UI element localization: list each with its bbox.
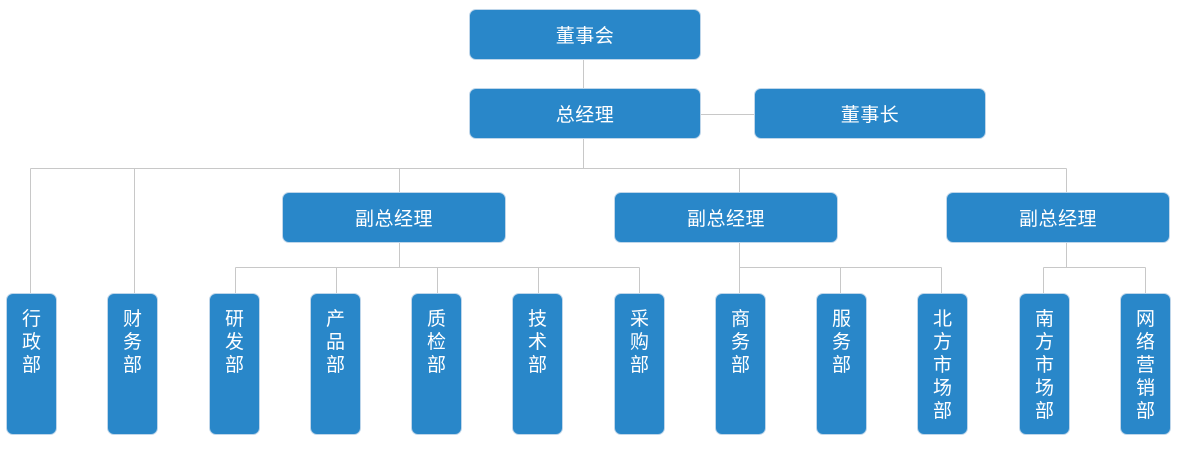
department-node-rnd: 研发部 — [209, 293, 260, 435]
vice-general-manager-node-3: 副总经理 — [946, 192, 1170, 243]
department-label: 财务部 — [122, 308, 142, 376]
chairman-node: 董事长 — [754, 88, 986, 139]
department-node-admin: 行政部 — [6, 293, 57, 435]
vice-general-manager-label: 副总经理 — [1018, 208, 1097, 230]
department-label: 服务部 — [831, 308, 851, 376]
department-node-south-market: 南方市场部 — [1019, 293, 1070, 435]
vice-general-manager-node-2: 副总经理 — [614, 192, 838, 243]
department-node-north-market: 北方市场部 — [917, 293, 968, 435]
board-label: 董事会 — [555, 25, 615, 47]
department-label: 网络营销部 — [1135, 308, 1155, 422]
department-node-technology: 技术部 — [512, 293, 563, 435]
department-node-quality: 质检部 — [411, 293, 462, 435]
department-node-product: 产品部 — [310, 293, 361, 435]
department-label: 产品部 — [325, 308, 345, 376]
department-label: 技术部 — [527, 308, 547, 376]
department-label: 质检部 — [426, 308, 446, 376]
chairman-label: 董事长 — [840, 104, 900, 126]
vice-general-manager-label: 副总经理 — [686, 208, 765, 230]
department-node-procurement: 采购部 — [614, 293, 665, 435]
department-label: 北方市场部 — [932, 308, 952, 422]
department-node-online-marketing: 网络营销部 — [1120, 293, 1171, 435]
vice-general-manager-node-1: 副总经理 — [282, 192, 506, 243]
department-label: 商务部 — [730, 308, 750, 376]
department-node-service: 服务部 — [816, 293, 867, 435]
department-label: 采购部 — [629, 308, 649, 376]
department-node-business: 商务部 — [715, 293, 766, 435]
general-manager-label: 总经理 — [555, 104, 615, 126]
board-node: 董事会 — [469, 9, 701, 60]
vice-general-manager-label: 副总经理 — [354, 208, 433, 230]
department-label: 行政部 — [21, 308, 41, 376]
department-label: 研发部 — [224, 308, 244, 376]
department-label: 南方市场部 — [1034, 308, 1054, 422]
department-node-finance: 财务部 — [107, 293, 158, 435]
general-manager-node: 总经理 — [469, 88, 701, 139]
